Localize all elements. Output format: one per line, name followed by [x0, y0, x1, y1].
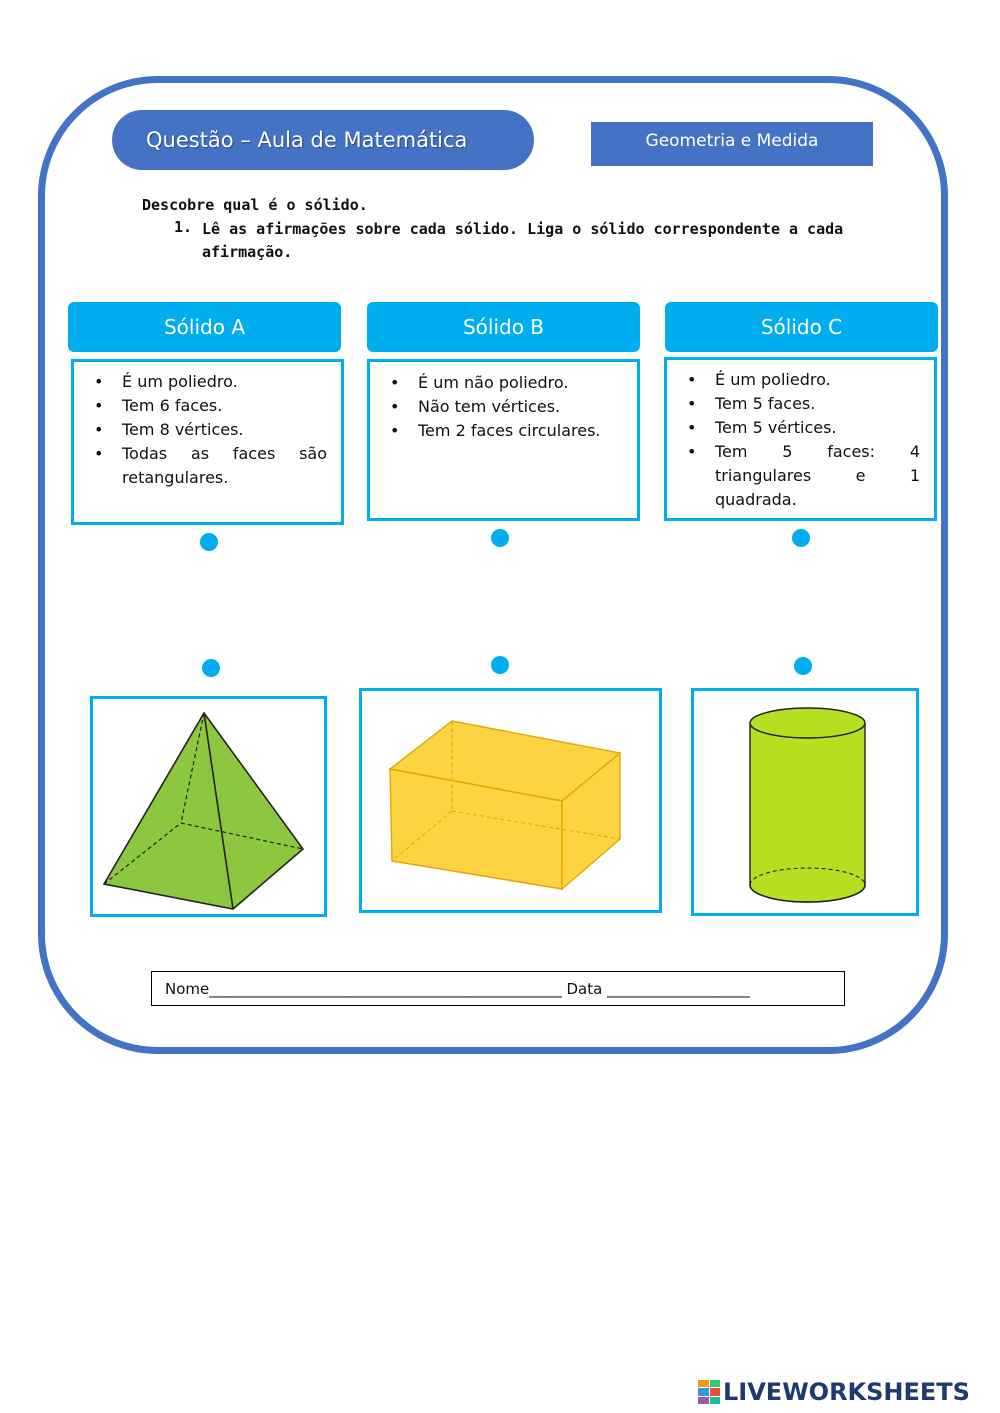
image-box-1	[90, 696, 327, 917]
image-box-3	[691, 688, 919, 916]
connect-dot-top-c[interactable]	[792, 529, 810, 547]
worksheet-title: Questão – Aula de Matemática	[112, 110, 534, 170]
connect-dot-bottom-3[interactable]	[794, 657, 812, 675]
list-item: Não tem vértices.	[370, 395, 637, 419]
connect-dot-bottom-1[interactable]	[202, 659, 220, 677]
connect-dot-top-b[interactable]	[491, 529, 509, 547]
solid-c-description: É um poliedro. Tem 5 faces. Tem 5 vértic…	[664, 357, 937, 521]
instruction-text: Lê as afirmações sobre cada sólido. Liga…	[202, 220, 844, 261]
square-pyramid-image	[102, 711, 305, 910]
topic-label: Geometria e Medida	[591, 122, 873, 166]
name-date-field[interactable]: Nome____________________________________…	[151, 971, 845, 1006]
connect-dot-top-a[interactable]	[200, 533, 218, 551]
image-box-2	[359, 688, 662, 913]
rectangular-prism-image	[388, 720, 622, 891]
connect-dot-bottom-2[interactable]	[491, 656, 509, 674]
list-item: Todas as faces são retangulares.	[74, 442, 341, 490]
list-item: É um poliedro.	[74, 370, 341, 394]
brand-icon	[698, 1380, 720, 1404]
list-item: Tem 8 vértices.	[74, 418, 341, 442]
solid-b-description: É um não poliedro. Não tem vértices. Tem…	[367, 359, 640, 521]
liveworksheets-logo: LIVEWORKSHEETS	[698, 1377, 970, 1407]
solid-c-header: Sólido C	[665, 302, 938, 352]
list-item: Tem 5 vértices.	[667, 416, 934, 440]
list-item: É um poliedro.	[667, 368, 934, 392]
list-item: Tem 2 faces circulares.	[370, 419, 637, 443]
brand-name: LIVEWORKSHEETS	[723, 1378, 970, 1406]
cylinder-image	[749, 707, 866, 903]
instruction-heading: Descobre qual é o sólido.	[142, 196, 368, 214]
solid-b-header: Sólido B	[367, 302, 640, 352]
list-item: Tem 5 faces: 4 triangulares e 1 quadrada…	[667, 440, 934, 512]
instruction-number: 1.	[174, 218, 193, 236]
list-item: Tem 6 faces.	[74, 394, 341, 418]
list-item: É um não poliedro.	[370, 371, 637, 395]
page-frame	[38, 76, 948, 1054]
list-item: Tem 5 faces.	[667, 392, 934, 416]
solid-a-description: É um poliedro. Tem 6 faces. Tem 8 vértic…	[71, 359, 344, 525]
solid-a-header: Sólido A	[68, 302, 341, 352]
